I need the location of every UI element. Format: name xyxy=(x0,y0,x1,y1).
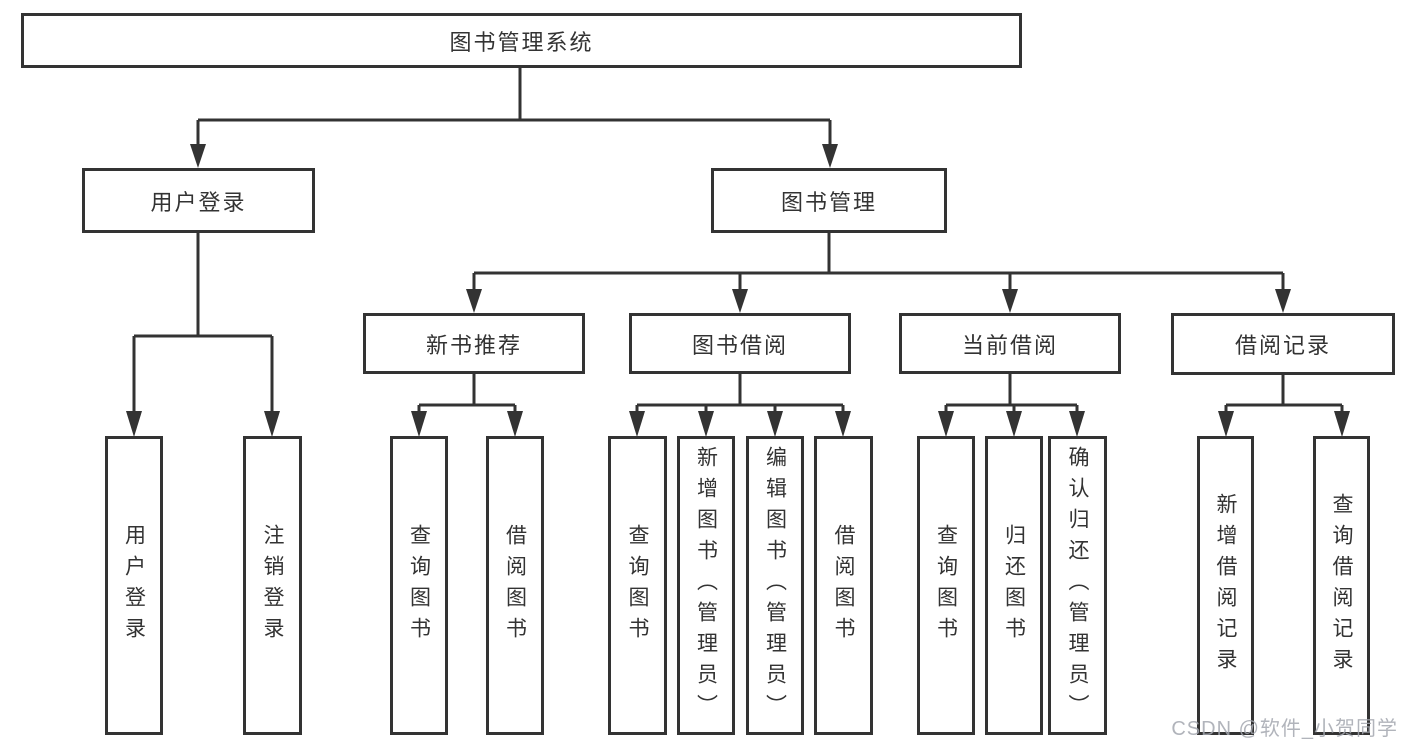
node-book-borrowing: 图书借阅 xyxy=(629,313,851,374)
arrowhead xyxy=(411,411,427,437)
arrowhead xyxy=(1334,411,1350,437)
edge-user-login-to-leaves xyxy=(132,233,274,413)
node-label: 查询图书 xyxy=(626,523,649,648)
leaf-logout: 注销登录 xyxy=(243,436,302,735)
leaf-edit-books-admin: 编辑图书（管理员） xyxy=(746,436,804,735)
arrowhead xyxy=(126,411,142,437)
leaf-confirm-return-admin: 确认归还（管理员） xyxy=(1048,436,1107,735)
arrowhead xyxy=(1069,411,1085,437)
leaf-borrow-books: 借阅图书 xyxy=(486,436,544,735)
leaf-user-login: 用户登录 xyxy=(105,436,163,735)
node-label: 用户登录 xyxy=(122,523,146,648)
leaf-borrow-books: 借阅图书 xyxy=(814,436,873,735)
leaf-add-books-admin: 新增图书（管理员） xyxy=(677,436,735,735)
edge-current-borrow-to-leaves xyxy=(944,374,1079,413)
node-label: 查询图书 xyxy=(934,523,958,648)
node-current-borrowing: 当前借阅 xyxy=(899,313,1121,374)
arrowhead xyxy=(1006,411,1022,437)
node-book-management: 图书管理 xyxy=(711,168,947,233)
edge-new-book-rec-to-leaves xyxy=(417,374,517,413)
node-label: 新增借阅记录 xyxy=(1214,492,1237,679)
node-label: 借阅图书 xyxy=(832,523,855,648)
arrowhead xyxy=(190,144,206,168)
edge-book-mgmt-to-level3 xyxy=(472,233,1285,291)
leaf-query-borrow-record: 查询借阅记录 xyxy=(1313,436,1370,735)
node-label: 查询借阅记录 xyxy=(1330,492,1353,679)
node-label: 新书推荐 xyxy=(425,332,522,358)
node-label: 借阅记录 xyxy=(1234,333,1331,358)
edge-root-to-level2 xyxy=(196,68,832,146)
node-borrowing-records: 借阅记录 xyxy=(1171,313,1395,375)
node-new-book-recommendation: 新书推荐 xyxy=(363,313,585,374)
edge-book-borrow-to-leaves xyxy=(635,374,845,413)
leaf-query-books: 查询图书 xyxy=(608,436,667,735)
arrowhead xyxy=(732,289,748,313)
arrowhead xyxy=(938,411,954,437)
node-label: 新增图书（管理员） xyxy=(694,446,718,725)
node-label: 用户登录 xyxy=(150,189,247,215)
node-label: 图书管理 xyxy=(780,189,877,215)
node-label: 图书借阅 xyxy=(691,332,788,358)
node-book-management-system: 图书管理系统 xyxy=(21,13,1022,68)
leaf-query-books: 查询图书 xyxy=(390,436,448,735)
node-label: 当前借阅 xyxy=(961,332,1058,358)
edge-borrow-records-to-leaves xyxy=(1224,375,1344,413)
arrowhead xyxy=(629,411,645,437)
leaf-return-books: 归还图书 xyxy=(985,436,1043,735)
arrowhead xyxy=(822,144,838,168)
arrowhead xyxy=(767,411,783,437)
arrowhead xyxy=(1275,289,1291,313)
arrowhead xyxy=(1002,289,1018,313)
csdn-watermark: CSDN @软件_小贺同学 xyxy=(1171,718,1398,740)
arrowhead xyxy=(835,411,851,437)
arrowhead xyxy=(466,289,482,313)
arrowhead xyxy=(264,411,280,437)
node-label: 归还图书 xyxy=(1002,523,1026,648)
arrowhead xyxy=(1218,411,1234,437)
arrowhead xyxy=(507,411,523,437)
leaf-query-books: 查询图书 xyxy=(917,436,975,735)
node-label: 确认归还（管理员） xyxy=(1066,446,1089,725)
node-label: 注销登录 xyxy=(261,523,284,648)
node-label: 借阅图书 xyxy=(503,523,527,648)
node-label: 查询图书 xyxy=(407,523,431,648)
node-label: 图书管理系统 xyxy=(449,29,594,55)
node-label: 编辑图书（管理员） xyxy=(763,446,787,725)
leaf-add-borrow-record: 新增借阅记录 xyxy=(1197,436,1254,735)
arrowhead xyxy=(698,411,714,437)
node-user-login: 用户登录 xyxy=(82,168,315,233)
